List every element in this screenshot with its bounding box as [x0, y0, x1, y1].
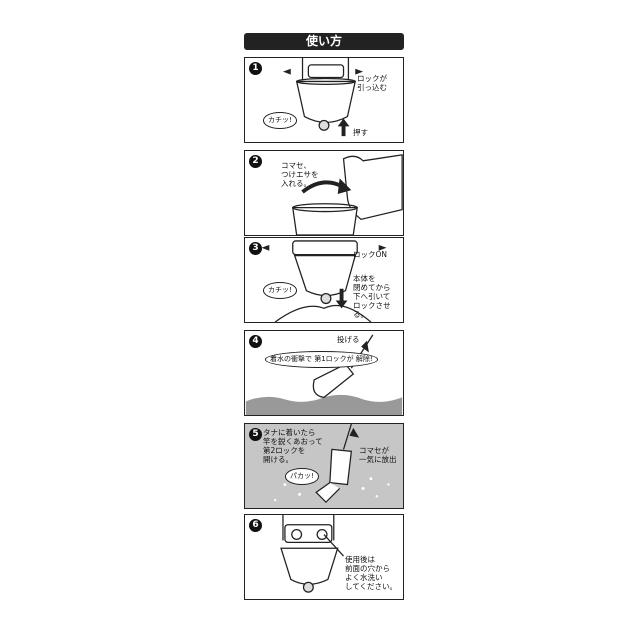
step-number: 1	[249, 62, 262, 75]
close-and-pull-label: 本体を 閉めてから 下へ引いて ロックさせる。	[353, 274, 391, 319]
lock-on-label: ロックON	[353, 250, 388, 259]
step-panel-4: 4 投げる 着水の衝撃で 第1ロックが 解除!	[244, 330, 404, 416]
rinse-after-use-label: 使用後は 前面の穴から よく水洗い してください。	[345, 555, 398, 591]
push-label: 押す	[353, 128, 368, 137]
click-bubble: カチッ!	[263, 282, 297, 299]
pop-bubble: パカッ!	[285, 468, 319, 485]
feeder-closed-lock-illustration	[261, 240, 387, 322]
open-second-lock-label: タナに着いたら 竿を鋭くあおって 第2ロックを 開ける。	[263, 428, 323, 464]
click-bubble: カチッ!	[263, 112, 297, 129]
step-number: 4	[249, 335, 262, 348]
first-lock-release-bubble: 着水の衝撃で 第1ロックが 解除!	[265, 351, 378, 368]
step-panel-2: 2 コマセ、 つけエサを 入れる。	[244, 150, 404, 236]
step-number: 6	[249, 519, 262, 532]
feeder-loading-illustration	[292, 154, 403, 235]
step-number: 2	[249, 155, 262, 168]
feeder-casting-illustration	[245, 334, 403, 415]
feeder-opening-underwater-illustration	[273, 424, 390, 504]
feeder-cleaning-illustration	[280, 515, 345, 593]
cast-label: 投げる	[337, 335, 360, 344]
step-panel-1: 1 ロックが 引っ込む 押す カチッ!	[244, 57, 404, 143]
step-number: 3	[249, 242, 262, 255]
step-panel-5: 5 タナに着いたら 竿を鋭くあおって 第2ロックを 開ける。 コマセが 一気に放…	[244, 423, 404, 509]
lock-retracts-label: ロックが 引っ込む	[357, 74, 387, 92]
step-panel-3: 3 ロックON 本体を 閉めてから 下へ引いて ロックさせる。 カチッ!	[244, 237, 404, 323]
step-number: 5	[249, 428, 262, 441]
step-panel-6: 6 使用後は 前面の穴から よく水洗い してください。	[244, 514, 404, 600]
feeder-open-lock-illustration	[282, 58, 364, 137]
page-title: 使い方	[244, 33, 404, 50]
chum-release-label: コマセが 一気に放出	[359, 446, 397, 464]
load-bait-label: コマセ、 つけエサを 入れる。	[281, 161, 319, 188]
